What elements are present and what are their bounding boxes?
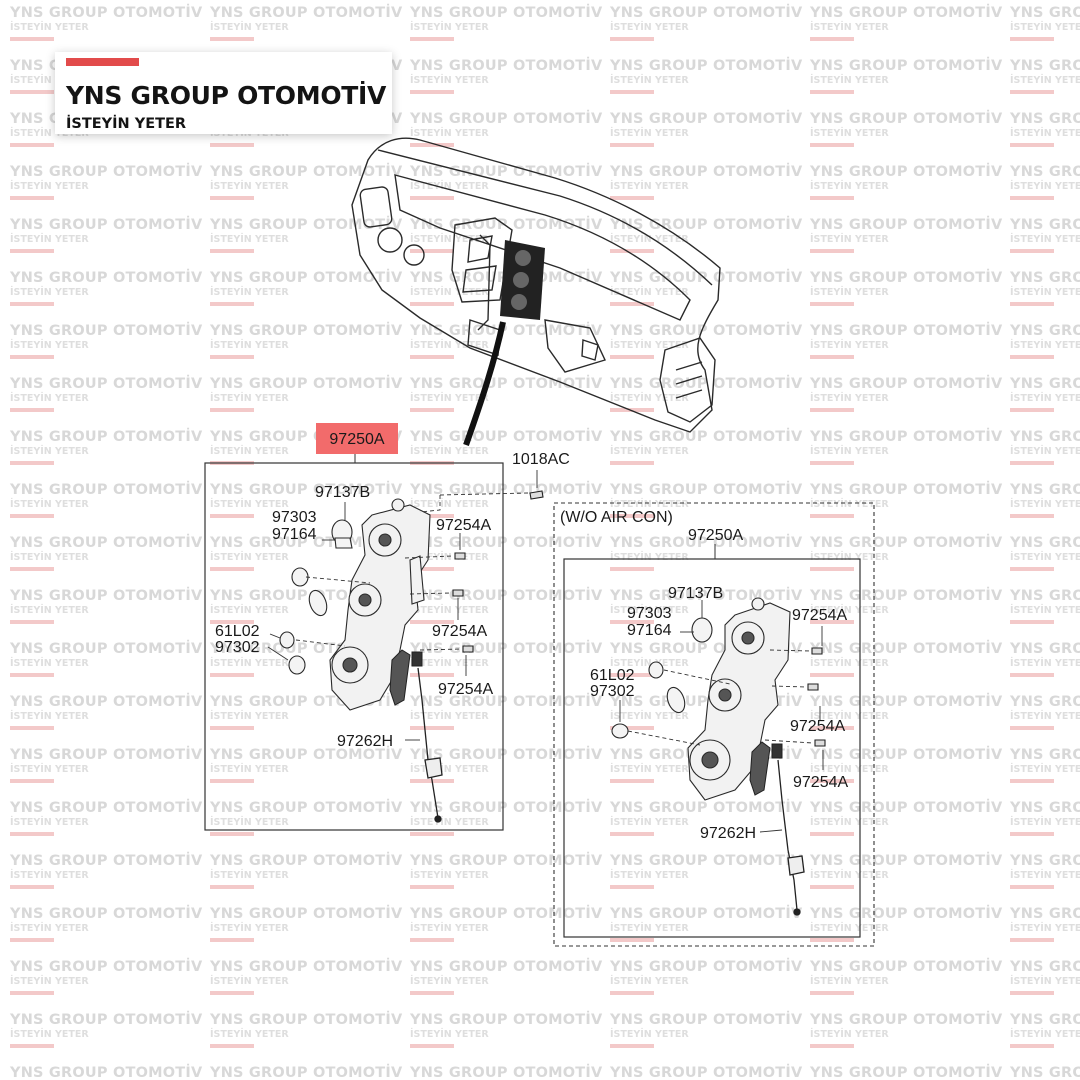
dashboard-control-panel: [500, 240, 545, 320]
left-61l02-label: 61L02: [215, 623, 260, 640]
right-97302-label: 97302: [590, 683, 635, 700]
dashboard-illustration: [351, 137, 721, 433]
right-screws: [807, 647, 826, 747]
left-97302-label: 97302: [215, 639, 260, 656]
right-cable: [777, 759, 805, 916]
right-leader-lines: [619, 600, 824, 833]
right-97164-label: 97164: [627, 622, 672, 639]
left-parts: [279, 519, 353, 675]
brand-slogan: İSTEYİN YETER: [66, 116, 187, 132]
left-screws: [452, 490, 544, 653]
left-bolt-1-label: 97254A: [436, 517, 491, 534]
pointer-line: [463, 321, 506, 447]
right-bolt-2-label: 97254A: [790, 718, 845, 735]
right-97303-label: 97303: [627, 605, 672, 622]
brand-name: YNS GROUP OTOMOTİV: [66, 81, 387, 110]
left-assembly-label: 97250A: [329, 431, 384, 448]
left-bolt-2-label: 97254A: [432, 623, 487, 640]
highlight-box: [316, 423, 398, 454]
right-knob-label: 97137B: [668, 585, 723, 602]
right-bolt-3-label: 97254A: [793, 774, 848, 791]
left-screw-label: 1018AC: [512, 451, 570, 468]
right-group-dashed-frame: [553, 502, 875, 947]
left-control-panel: [329, 498, 431, 711]
right-parts: [611, 617, 713, 739]
left-cable: [417, 667, 443, 823]
right-assembly-label: 97250A: [688, 527, 743, 544]
left-knob-label: 97137B: [315, 484, 370, 501]
left-leader-lines: [267, 470, 538, 741]
right-control-panel: [687, 597, 791, 801]
right-bolt-1-label: 97254A: [792, 607, 847, 624]
brand-logo: YNS GROUP OTOMOTİV İSTEYİN YETER: [55, 52, 392, 134]
left-harness: [389, 649, 423, 706]
left-97164-label: 97164: [272, 526, 317, 543]
logo-accent-bar: [66, 58, 139, 66]
right-61l02-label: 61L02: [590, 667, 635, 684]
right-cable-label: 97262H: [700, 825, 756, 842]
left-group-frame: [204, 462, 504, 831]
right-group: (W/O AIR CON) 97250A: [553, 502, 875, 947]
right-harness: [749, 741, 783, 796]
right-group-frame: [563, 558, 861, 938]
left-cable-label: 97262H: [337, 733, 393, 750]
right-caption: (W/O AIR CON): [560, 509, 673, 526]
left-bolt-3-label: 97254A: [438, 681, 493, 698]
left-97303-label: 97303: [272, 509, 317, 526]
left-group: 97250A: [204, 423, 570, 831]
